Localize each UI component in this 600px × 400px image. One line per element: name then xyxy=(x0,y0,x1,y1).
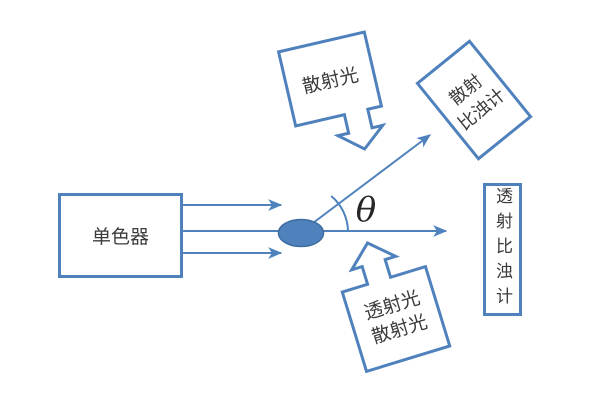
monochromator-box: 单色器 xyxy=(58,193,183,278)
sample-ellipse xyxy=(277,218,325,248)
scattered-beam-arrow xyxy=(300,134,431,233)
angle-arc xyxy=(330,195,349,232)
transmitted-scattered-callout-shape xyxy=(340,241,452,374)
transmission-nephelometer-label: 透射比浊计 xyxy=(492,187,512,312)
monochromator-label: 单色器 xyxy=(91,226,149,248)
scattered-light-callout-shape xyxy=(276,30,387,151)
transmission-nephelometer-box: 透射比浊计 xyxy=(483,183,522,316)
